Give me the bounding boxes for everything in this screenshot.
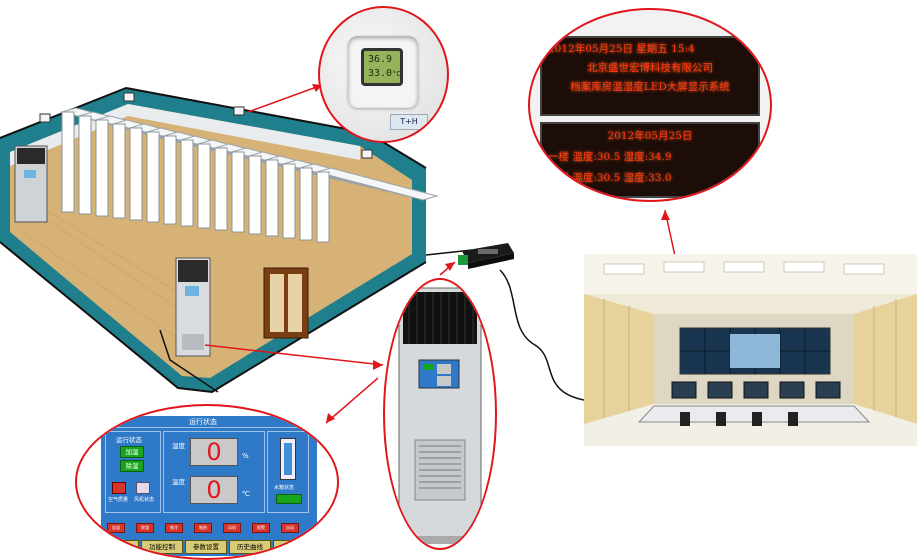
left-humidifier-unit <box>14 145 48 223</box>
tab-run-status[interactable]: 行状态 <box>103 540 139 554</box>
hmi-red-button[interactable]: 自动 <box>281 523 299 533</box>
led-system-title: 档案库房温湿度LED大屏显示系统 <box>570 81 730 93</box>
hmi-corner-left: 0/20 <box>105 417 120 425</box>
hmi-red-button[interactable]: 加湿 <box>107 523 125 533</box>
shelf-row-front <box>95 119 109 217</box>
shelf-row-front <box>265 159 279 237</box>
tab-history-curve[interactable]: 历史曲线 <box>229 540 271 554</box>
sensor-lcd-display: 36.9 33.0°C <box>361 48 403 86</box>
signal-converter-icon <box>456 239 518 273</box>
hmi-status-panel: 运行状态 加湿 除湿 空气质量 风机状态 <box>105 431 161 513</box>
arrow-to-converter <box>445 262 455 271</box>
mobile-shelving-rows <box>60 107 439 243</box>
shelf-row-front <box>129 127 143 221</box>
monitoring-control-room <box>584 254 917 446</box>
sensor-temperature-reading: 33.0 <box>368 68 393 79</box>
led-panel-bottom: 2012年05月25日 一楼 温度:30.5 湿度:34.9 二楼 温度:30.… <box>540 122 760 198</box>
fan-status-label: 风机状态 <box>134 497 155 503</box>
hmi-title: 运行状态 <box>189 418 217 426</box>
arrow-to-led <box>661 210 670 220</box>
shelf-row-front <box>282 163 296 239</box>
arrow-to-hmi <box>326 413 335 423</box>
hmi-panel-zoom-callout: 0/20 运行状态 运行状态 加湿 除湿 空气质量 风机状态 湿度 0 % 温度… <box>75 404 339 560</box>
shelf-row-front <box>61 111 75 213</box>
hmi-readings-panel: 湿度 0 % 温度 0 ℃ <box>163 431 265 513</box>
shelf-row-front <box>316 171 330 243</box>
temperature-unit: ℃ <box>242 490 250 498</box>
led-bottom-date: 2012年05月25日 <box>607 130 693 142</box>
humidity-unit: % <box>242 452 249 460</box>
floor-planks <box>19 199 196 341</box>
sensor-logo: T+H <box>390 114 428 130</box>
tab-parameter-settings[interactable]: 参数设置 <box>185 540 227 554</box>
wall-sensor-3 <box>233 106 245 116</box>
shelf-row-top <box>315 167 439 201</box>
sensor-temperature-unit: °C <box>392 70 401 78</box>
shelf-row-front <box>146 131 160 223</box>
wall-sensors <box>39 92 373 159</box>
shelf-row-front <box>112 123 126 219</box>
shelf-row-front <box>163 135 177 225</box>
hmi-red-button[interactable]: 报警 <box>252 523 270 533</box>
tab-list[interactable]: 列表 <box>273 540 311 554</box>
hmi-humidity-label: 湿度 <box>172 442 185 450</box>
led-row-floor2: 二楼 温度:30.5 湿度:33.0 <box>548 172 672 184</box>
shelf-row-front <box>180 139 194 227</box>
hmi-status-heading: 运行状态 <box>116 436 142 444</box>
led-company: 北京盛世宏博科技有限公司 <box>587 62 713 74</box>
water-tank-level <box>284 443 292 475</box>
tank-status-label: 水箱状态 <box>274 485 295 491</box>
humidifier-unit-zoom-callout <box>383 278 497 550</box>
shelf-row-front <box>214 147 228 231</box>
shelf-row-front <box>248 155 262 235</box>
led-display-zoom-callout: 2012年05月25日 星期五 15:4 北京盛世宏博科技有限公司 档案库房温湿… <box>528 8 772 202</box>
humidifier-unit-icon <box>395 287 485 544</box>
wall-sensor-1 <box>39 113 51 123</box>
led-row-floor1: 一楼 温度:30.5 湿度:34.9 <box>548 151 672 163</box>
hmi-temperature-label: 温度 <box>172 478 185 486</box>
hmi-screen: 0/20 运行状态 运行状态 加湿 除湿 空气质量 风机状态 湿度 0 % 温度… <box>101 416 317 556</box>
arrow-to-unit <box>373 360 383 370</box>
air-quality-label: 空气质量 <box>108 497 129 503</box>
humidify-button[interactable]: 加湿 <box>120 446 144 458</box>
control-room-illustration <box>584 254 917 446</box>
hmi-red-button[interactable]: 制冷 <box>165 523 183 533</box>
sensor-humidity-reading: 36.9 <box>368 54 393 65</box>
fan-status-icon <box>136 482 150 494</box>
temperature-humidity-sensor-icon: 36.9 33.0°C <box>348 36 418 108</box>
hmi-red-button-row: 加湿 除湿 制冷 制热 风机 报警 自动 <box>107 523 313 533</box>
shelf-row-front <box>231 151 245 233</box>
wall-sensor-2 <box>123 92 135 102</box>
hmi-tank-panel: 水箱状态 <box>267 431 309 513</box>
tab-function-control[interactable]: 功能控制 <box>141 540 183 554</box>
led-panel-top: 2012年05月25日 星期五 15:4 北京盛世宏博科技有限公司 档案库房温湿… <box>540 36 760 116</box>
air-quality-icon <box>112 482 126 494</box>
shelf-row-front <box>299 167 313 241</box>
wall-sensor-4 <box>361 149 373 159</box>
hmi-red-button[interactable]: 制热 <box>194 523 212 533</box>
room-base-line <box>0 241 427 394</box>
tank-status-button[interactable] <box>276 494 302 504</box>
front-humidifier-unit <box>175 257 211 357</box>
hmi-red-button[interactable]: 除湿 <box>136 523 154 533</box>
dehumidify-button[interactable]: 除湿 <box>120 460 144 472</box>
shelf-row-front <box>78 115 92 215</box>
shelf-row-front <box>197 143 211 229</box>
humidity-value-display: 0 <box>190 438 238 466</box>
temperature-value-display: 0 <box>190 476 238 504</box>
hmi-title-divider <box>101 427 317 428</box>
sensor-zoom-callout: 36.9 33.0°C T+H <box>318 6 449 143</box>
led-datetime: 2012年05月25日 星期五 15:4 <box>548 43 695 55</box>
room-door <box>263 267 309 339</box>
hmi-red-button[interactable]: 风机 <box>223 523 241 533</box>
water-tank-gauge <box>280 438 296 480</box>
